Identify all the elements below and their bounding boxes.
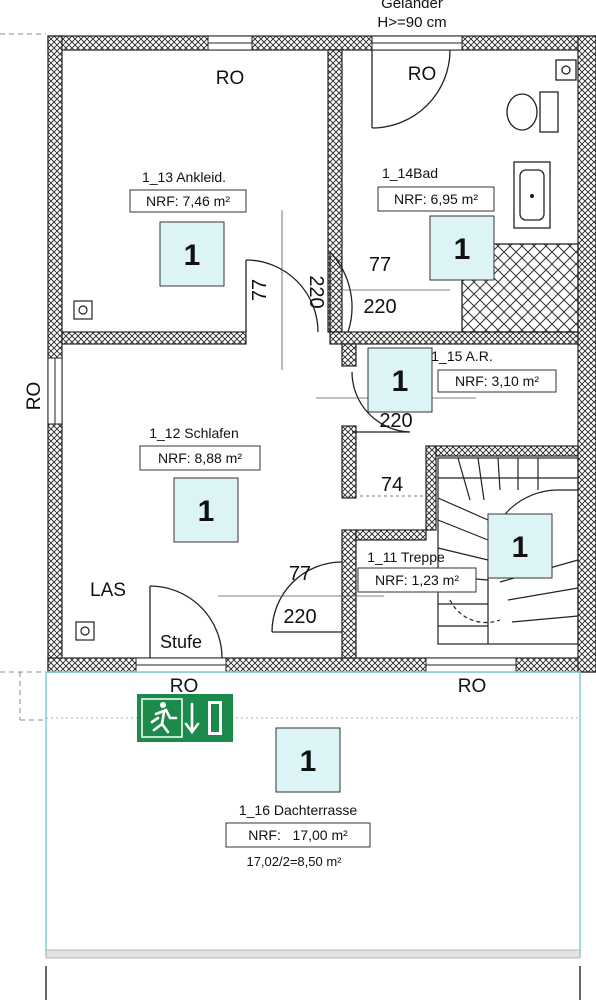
room-treppe: 1 1_11 Treppe NRF: 1,23 m² (357, 513, 553, 593)
room-badge: 1 (454, 233, 471, 266)
room-name: 1_13 Ankleid. (142, 169, 226, 185)
room-badge: 1 (392, 365, 409, 398)
room-ar: 1 1_15 A.R. NRF: 3,10 m² (367, 347, 557, 413)
door-height-label: 220 (305, 275, 327, 308)
room-dachterrasse: 1 1_16 Dachterrasse NRF: 17,00 m² 17,02/… (225, 727, 371, 869)
room-bad: 1_14Bad NRF: 6,95 m² 1 (377, 165, 495, 281)
room-badge: 1 (184, 239, 201, 272)
room-schlafen: 1_12 Schlafen NRF: 8,88 m² 1 (139, 425, 261, 543)
door-height-label: 220 (283, 606, 316, 628)
staircase (437, 457, 579, 645)
floor-drain-markers (73, 300, 95, 641)
step-label: Stufe (160, 632, 202, 652)
ro-label: RO (458, 676, 487, 697)
dimension-labels: 77 220 77 220 220 74 77 220 (249, 254, 413, 628)
area-calculation-note: 17,02/2=8,50 m² (246, 854, 342, 869)
door-width-label: 77 (289, 563, 311, 585)
door-width-label: 74 (381, 474, 403, 496)
door-height-label: 220 (379, 410, 412, 432)
sink-icon (513, 161, 551, 229)
room-area: NRF: 6,95 m² (394, 191, 478, 207)
room-badge: 1 (300, 745, 317, 778)
ro-labels: RO RO RO RO RO (24, 64, 486, 697)
room-area: NRF: 17,00 m² (248, 827, 348, 843)
room-area: NRF: 3,10 m² (455, 373, 539, 389)
door-swings (149, 49, 451, 659)
ro-label: RO (216, 68, 245, 89)
ro-label: RO (170, 676, 199, 697)
room-name: 1_11 Treppe (367, 549, 445, 565)
terrace (45, 671, 581, 959)
door-width-label: 77 (249, 279, 271, 301)
room-ankleid: 1_13 Ankleid. NRF: 7,46 m² 1 (129, 169, 247, 287)
emergency-exit-icon (137, 694, 233, 742)
windows (47, 35, 517, 673)
room-name: 1_16 Dachterrasse (239, 802, 358, 818)
room-area: NRF: 8,88 m² (158, 450, 242, 466)
room-area: NRF: 7,46 m² (146, 193, 230, 209)
drain-icon (73, 300, 93, 320)
las-label: LAS (90, 580, 126, 601)
room-name: 1_14Bad (382, 165, 438, 181)
las-icon (75, 621, 95, 641)
room-badge: 1 (198, 495, 215, 528)
railing-height-label: H>=90 cm (377, 14, 446, 31)
drain-icon (555, 59, 577, 81)
room-badge: 1 (512, 531, 529, 564)
door-width-label: 77 (369, 254, 391, 276)
railing-label: Geländer (381, 0, 443, 12)
ro-label: RO (408, 64, 437, 85)
door-height-label: 220 (363, 296, 396, 318)
room-name: 1_15 A.R. (431, 348, 493, 364)
room-name: 1_12 Schlafen (149, 425, 239, 441)
room-area: NRF: 1,23 m² (375, 572, 459, 588)
toilet-icon (539, 91, 559, 133)
ro-label: RO (24, 382, 45, 411)
